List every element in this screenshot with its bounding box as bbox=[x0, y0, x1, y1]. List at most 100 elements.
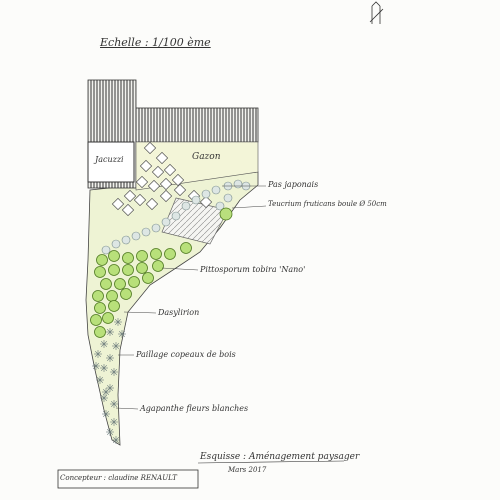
pittosporum-shrub bbox=[128, 276, 140, 288]
jacuzzi bbox=[87, 141, 135, 183]
stepping-stone bbox=[173, 183, 187, 197]
spiky-plant bbox=[92, 362, 100, 370]
spiky-plant bbox=[112, 436, 120, 444]
plan-title: Esquisse : Aménagement paysager bbox=[200, 452, 360, 462]
jacuzzi-label: Jacuzzi bbox=[95, 155, 124, 164]
spiky-plant bbox=[118, 330, 126, 338]
plan-date: Mars 2017 bbox=[228, 466, 267, 474]
annotation-teucrium: Teucrium fruticans boule Ø 50cm bbox=[268, 200, 387, 208]
annotation-dasylirion: Dasylirion bbox=[158, 308, 200, 317]
stepping-stone bbox=[155, 151, 169, 165]
spiky-plant bbox=[100, 364, 108, 372]
north-arrow-icon bbox=[369, 1, 384, 24]
teucrium-shrub bbox=[151, 223, 161, 233]
stepping-stone bbox=[143, 141, 157, 155]
stepping-stone bbox=[145, 197, 159, 211]
spiky-plant bbox=[100, 340, 108, 348]
annotation-pittosporum: Pittosporum tobira 'Nano' bbox=[200, 265, 306, 274]
teucrium-shrub bbox=[215, 201, 225, 211]
annotation-mulch: Paillage copeaux de bois bbox=[136, 350, 236, 359]
teucrium-shrub bbox=[101, 245, 111, 255]
teucrium-shrub bbox=[211, 185, 221, 195]
pittosporum-shrub bbox=[94, 302, 106, 314]
pittosporum-shrub bbox=[96, 254, 108, 266]
scale-label: Echelle : 1/100 ème bbox=[100, 36, 211, 49]
pittosporum-shrub bbox=[90, 314, 102, 326]
label-leaders bbox=[115, 185, 267, 410]
pittosporum-shrubs bbox=[90, 242, 192, 338]
designer-label: Concepteur : claudine RENAULT bbox=[60, 474, 177, 482]
stepping-stone bbox=[133, 193, 147, 207]
designer-box bbox=[57, 469, 199, 489]
spiky-plant bbox=[94, 350, 102, 358]
spiky-plant bbox=[106, 384, 114, 392]
teucrium-shrub bbox=[233, 179, 243, 189]
spiky-plant bbox=[102, 410, 110, 418]
annotation-stepping-stones: Pas japonais bbox=[268, 180, 319, 189]
pittosporum-shrub bbox=[136, 262, 148, 274]
pittosporum-shrub bbox=[94, 326, 106, 338]
teucrium-shrub bbox=[201, 189, 211, 199]
spiky-plants bbox=[92, 318, 126, 444]
pittosporum-shrub bbox=[120, 288, 132, 300]
stepping-stone bbox=[163, 163, 177, 177]
annotation-agapanthus: Agapanthe fleurs blanches bbox=[140, 404, 249, 413]
pittosporum-shrub bbox=[108, 250, 120, 262]
teucrium-shrub bbox=[111, 239, 121, 249]
spiky-plant bbox=[114, 318, 122, 326]
lawn-label: Gazon bbox=[192, 152, 221, 162]
pittosporum-shrub bbox=[102, 312, 114, 324]
pittosporum-shrub bbox=[94, 266, 106, 278]
stepping-stones bbox=[111, 141, 213, 217]
stepping-stone bbox=[199, 195, 213, 209]
teucrium-shrub bbox=[161, 217, 171, 227]
spiky-plant bbox=[110, 368, 118, 376]
teucrium-shrub bbox=[131, 231, 141, 241]
spiky-plant bbox=[110, 418, 118, 426]
pittosporum-shrub bbox=[92, 290, 104, 302]
pittosporum-shrub bbox=[122, 264, 134, 276]
pittosporum-shrub bbox=[152, 260, 164, 272]
pittosporum-shrub bbox=[136, 250, 148, 262]
stepping-stone bbox=[135, 175, 149, 189]
teucrium-shrub bbox=[121, 235, 131, 245]
stepping-stone bbox=[139, 159, 153, 173]
spiky-plant bbox=[106, 428, 114, 436]
stepping-stone bbox=[111, 197, 125, 211]
pittosporum-shrub bbox=[164, 248, 176, 260]
teucrium-shrubs bbox=[101, 179, 251, 255]
teucrium-shrub bbox=[171, 211, 181, 221]
stepping-stone bbox=[159, 177, 173, 191]
spiky-plant bbox=[106, 328, 114, 336]
lawn bbox=[135, 141, 259, 191]
stepping-stone bbox=[159, 189, 173, 203]
teucrium-shrub bbox=[223, 193, 233, 203]
pittosporum-shrub bbox=[142, 272, 154, 284]
pittosporum-shrub bbox=[108, 264, 120, 276]
spiky-plant bbox=[106, 354, 114, 362]
pittosporum-shrub bbox=[106, 290, 118, 302]
stepping-stone bbox=[151, 165, 165, 179]
teucrium-ball bbox=[219, 207, 233, 221]
pittosporum-shrub bbox=[108, 300, 120, 312]
teucrium-shrub bbox=[181, 201, 191, 211]
pittosporum-shrub bbox=[100, 278, 112, 290]
teucrium-shrub bbox=[141, 227, 151, 237]
spiky-plant bbox=[96, 376, 104, 384]
spiky-plant bbox=[100, 394, 108, 402]
pittosporum-shrub bbox=[114, 278, 126, 290]
teucrium-shrub bbox=[191, 195, 201, 205]
title-underline bbox=[197, 460, 345, 464]
stepping-stone bbox=[171, 173, 185, 187]
stepping-stone bbox=[123, 189, 137, 203]
spiky-plant bbox=[112, 342, 120, 350]
pittosporum-shrub bbox=[122, 252, 134, 264]
pittosporum-shrub bbox=[150, 248, 162, 260]
stepping-stone bbox=[147, 179, 161, 193]
pittosporum-shrub bbox=[180, 242, 192, 254]
stepping-stone bbox=[121, 203, 135, 217]
spiky-plant bbox=[110, 400, 118, 408]
spiky-plant bbox=[102, 388, 110, 396]
